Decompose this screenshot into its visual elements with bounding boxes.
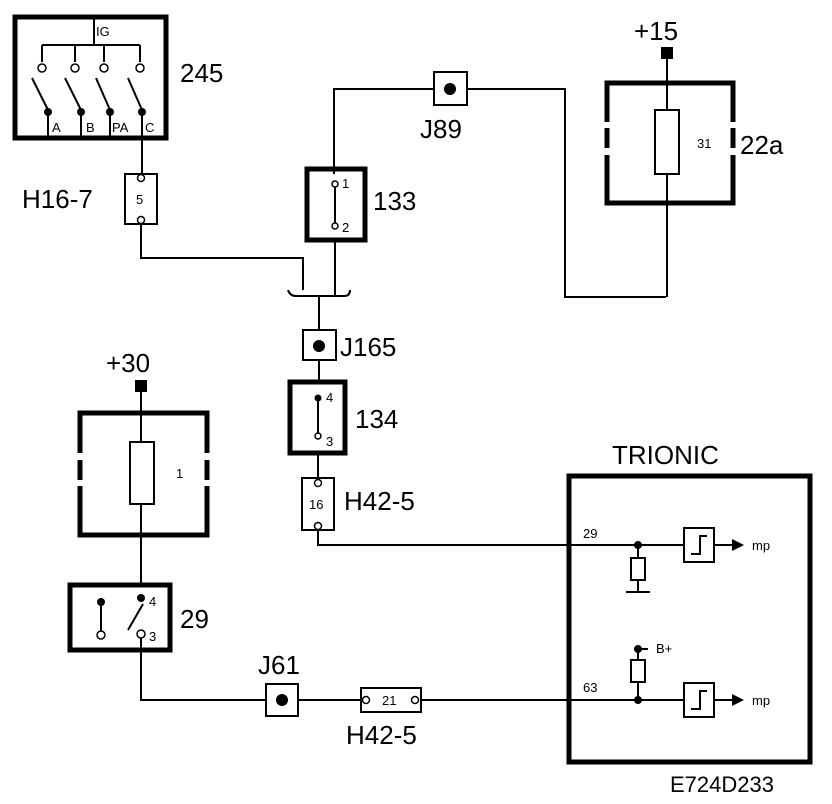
component-label-133: 133 [373, 186, 416, 216]
j89-label: J89 [420, 114, 462, 144]
trionic-title: TRIONIC [612, 440, 719, 470]
relay-29-pin-bottom: 3 [149, 629, 156, 644]
junction-j165: J165 [302, 329, 396, 362]
component-label-22a: 22a [740, 130, 784, 160]
connector-h42-5-bottom: 21 H42-5 [346, 687, 422, 750]
component-label-134: 134 [355, 404, 398, 434]
fuse-1: +30 1 [77, 348, 210, 585]
relay-22a: +15 31 22a [604, 16, 784, 297]
h42-5-top-label: H42-5 [344, 486, 415, 516]
relay-29: 4 3 29 [67, 582, 209, 653]
trionic-output-top: mp [752, 538, 770, 553]
trionic-ecu: TRIONIC 29 mp 63 B+ mp [566, 440, 813, 765]
h16-7-pin: 5 [136, 192, 143, 207]
wire-h42-5-to-trionic-29 [317, 530, 638, 546]
junction-j89: J89 [420, 71, 468, 144]
h42-5-bottom-pin: 21 [382, 693, 396, 708]
contact-label-b: B [86, 120, 95, 135]
contact-label-a: A [52, 120, 61, 135]
junction-j61: J61 [258, 650, 300, 717]
drawing-code: E724D233 [670, 772, 774, 797]
trionic-output-bottom: mp [752, 693, 770, 708]
connector-h42-5-top: 16 H42-5 [301, 477, 415, 531]
ignition-common-label: IG [96, 24, 110, 39]
trionic-pin-63: 63 [583, 680, 597, 695]
h16-7-label: H16-7 [22, 184, 93, 214]
supply-plus-15: +15 [634, 16, 678, 46]
ignition-switch-245: IG A B PA C 245 [12, 14, 223, 141]
switch-133: 1 2 133 [304, 166, 416, 243]
trionic-pullup-label: B+ [656, 641, 672, 656]
fuse-1-label: 1 [176, 466, 183, 481]
j61-label: J61 [258, 650, 300, 680]
wire-j89-right [467, 88, 666, 298]
switch-134-pin-top: 4 [326, 390, 333, 405]
switch-133-pin-bottom: 2 [342, 220, 349, 235]
component-label-29: 29 [180, 604, 209, 634]
contact-label-c: C [145, 120, 154, 135]
switch-134: 4 3 134 [287, 379, 398, 456]
component-label-245: 245 [180, 58, 223, 88]
contact-label-pa: PA [112, 120, 129, 135]
wire-j89-left [333, 88, 434, 174]
wire-crossing-bracket [287, 289, 351, 297]
supply-plus-30: +30 [106, 348, 150, 378]
relay-22a-coil-pin: 31 [697, 136, 711, 151]
j165-label: J165 [340, 332, 396, 362]
h42-5-bottom-label: H42-5 [346, 720, 417, 750]
trionic-pin-29: 29 [583, 526, 597, 541]
connector-h16-7: 5 H16-7 [22, 138, 158, 225]
wire-relay-29-to-j61 [140, 638, 266, 701]
relay-29-pin-top: 4 [149, 594, 156, 609]
h42-5-top-pin: 16 [309, 497, 323, 512]
switch-134-pin-bottom: 3 [326, 434, 333, 449]
switch-133-pin-top: 1 [342, 176, 349, 191]
wire-h16-7-to-crossing [140, 224, 304, 290]
